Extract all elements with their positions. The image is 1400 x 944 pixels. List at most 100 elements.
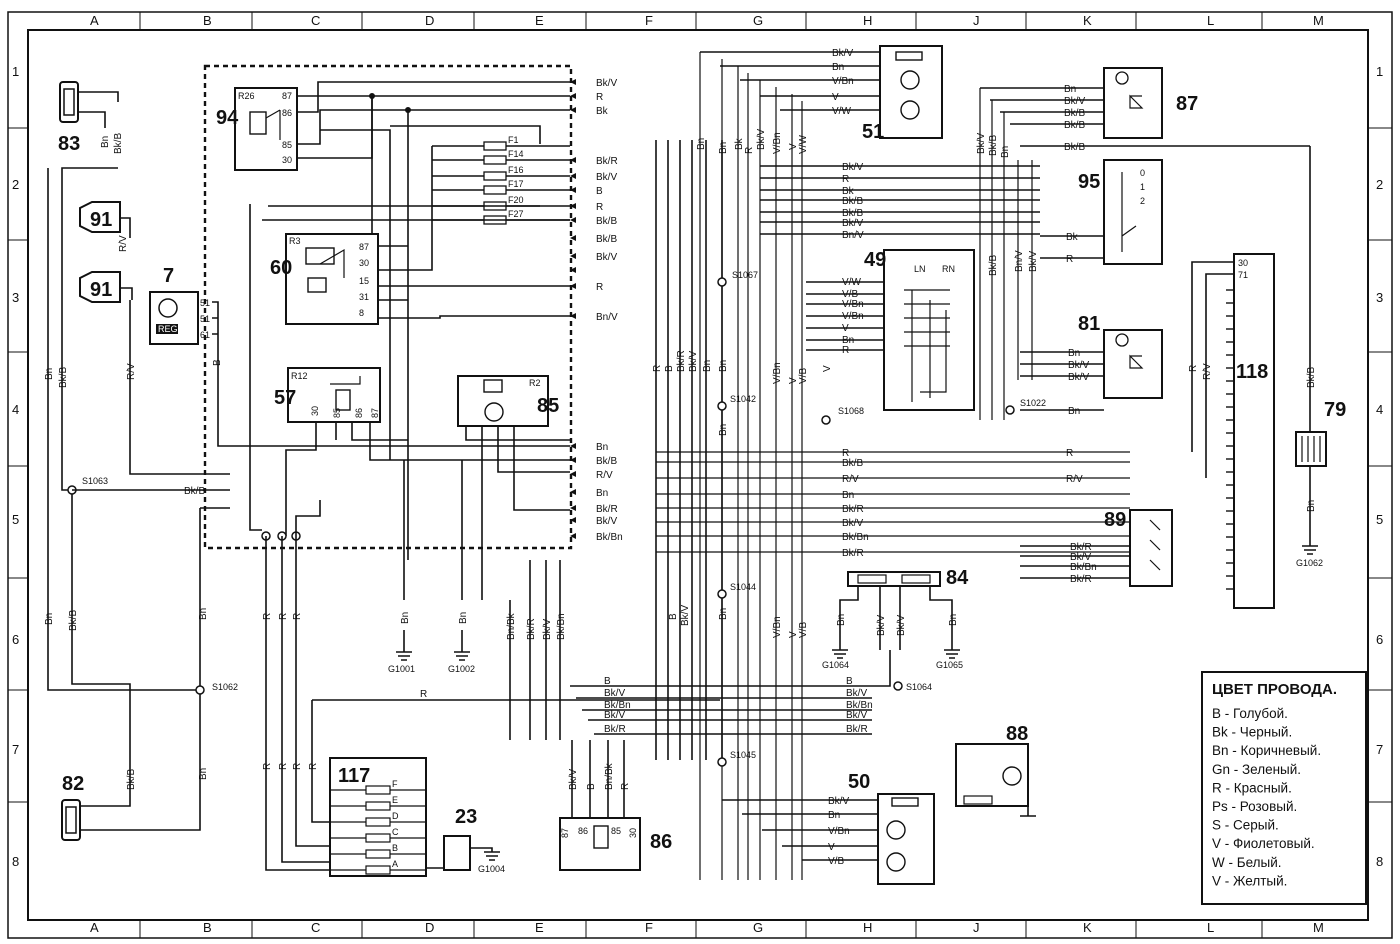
r87-label-1: Bk/V	[1064, 96, 1085, 107]
r87-label-2: Bk/B	[1064, 108, 1085, 119]
grid-col-top-L: L	[1207, 13, 1214, 28]
grid-col-bottom-L: L	[1207, 920, 1214, 935]
bus-low-right-label-2: Bk/Bn	[846, 700, 873, 711]
ground-g1001: G1001	[388, 664, 415, 674]
r89-label-3: Bk/R	[1070, 574, 1092, 585]
grid-col-bottom-A: A	[90, 920, 99, 935]
bus-low-right-label-1: Bk/V	[846, 688, 867, 699]
label-57: 57	[274, 387, 296, 409]
wire-left-trunk-bkb	[61, 167, 131, 770]
fuse-box-outline	[203, 64, 573, 550]
connector-arrow	[570, 313, 576, 319]
grid-row-right-2: 2	[1376, 177, 1383, 192]
r81-label-1: Bk/V	[1068, 360, 1089, 371]
grid-col-bottom-B: B	[203, 920, 212, 935]
fuse-label-F1: F1	[508, 135, 519, 145]
m-low-label2-0: V/Bn	[772, 616, 783, 638]
component-91-bottom: 91	[79, 271, 133, 303]
grid-row-left-8: 8	[12, 854, 19, 869]
bus-e-label-0: Bk/R	[526, 618, 537, 640]
wire-84-bkv-a: Bk/V	[876, 615, 887, 636]
connector-arrow	[570, 217, 576, 223]
fuse-label-F20: F20	[508, 195, 524, 205]
m50-label-0: Bk/V	[828, 796, 849, 807]
connector-arrow	[570, 457, 576, 463]
fuse117-F	[365, 785, 391, 795]
bus-low-label-2: Bk/Bn	[604, 700, 631, 711]
fuse117-A	[365, 865, 391, 875]
splice-s1067: S1067	[732, 270, 758, 280]
connector-arrow	[570, 443, 576, 449]
connector-arrow	[570, 283, 576, 289]
grid-row-right-1: 1	[1376, 64, 1383, 79]
fuse-F16	[483, 171, 507, 181]
m-v-s1068: V	[822, 365, 833, 372]
fuse117-label-F: F	[392, 779, 398, 789]
bus-low-right-label-4: Bk/R	[846, 724, 868, 735]
legend-item-2: Bn - Коричневый.	[1212, 743, 1321, 758]
m-vertical-label-6: V	[788, 143, 799, 150]
r3-pin-8: 8	[359, 308, 364, 318]
bus-low-label-0: B	[604, 676, 611, 687]
label-50: 50	[848, 771, 870, 793]
bus-left-label-5: B	[596, 186, 603, 197]
cross-label-5: Bk/V	[842, 218, 863, 229]
r81-label-2: Bk/V	[1068, 372, 1089, 383]
label-88: 88	[1006, 723, 1028, 745]
label-91-bottom: 91	[90, 279, 112, 301]
splice-s1044: S1044	[730, 582, 756, 592]
wire-left-bn-b: Bn	[44, 613, 55, 625]
bus-left-label-8: Bk/B	[596, 234, 617, 245]
pin-118-71: 71	[1238, 270, 1248, 280]
bus-e-label-2: Bk/Bn	[556, 613, 567, 640]
wire-7-b: B	[212, 359, 223, 366]
grid-col-bottom-M: M	[1313, 920, 1324, 935]
relay-r2-label: R2	[529, 378, 541, 388]
component-84: 84 Bn Bk/V Bk/V Bn G1064 G1065 S1064	[822, 567, 969, 692]
cross-label-4: Bk/B	[842, 208, 863, 219]
m-vertical-label-0: Bn	[696, 138, 707, 150]
wire-84-bn-b: Bn	[948, 614, 959, 626]
wire-c-r4: R	[262, 763, 273, 770]
label-49: 49	[864, 249, 886, 271]
m-low-label-0: V/Bn	[772, 362, 783, 384]
grid-col-bottom-C: C	[311, 920, 320, 935]
grid-ticks	[8, 12, 1392, 938]
grid-col-bottom-F: F	[645, 920, 653, 935]
wire-color-legend: ЦВЕТ ПРОВОДА. B - Голубой.Bk - Черный.Bn…	[1201, 671, 1367, 905]
bus-low-right-label-0: B	[846, 676, 853, 687]
label-117: 117	[338, 765, 370, 787]
r86-pin-30: 30	[628, 828, 638, 838]
r26-pin-86: 86	[282, 108, 292, 118]
wire-left-bn-a: Bn	[44, 368, 55, 380]
m49-label-0: V/W	[842, 277, 861, 288]
component-95: 0 1 2 95	[1078, 159, 1163, 265]
r118-rv-line	[1205, 273, 1234, 478]
wire-left-bkb-a: Bk/B	[58, 367, 69, 388]
m-vertical-label-7: V/W	[798, 135, 809, 154]
r12-pin-85: 85	[332, 408, 342, 418]
bus-left-label-11: R	[596, 282, 603, 293]
r81-label-0: Bn	[1068, 348, 1080, 359]
r87-label-3: Bk/B	[1064, 120, 1085, 131]
fuse-F1	[483, 141, 507, 151]
cross-low-label-6: Bk/Bn	[842, 532, 869, 543]
grid-col-bottom-K: K	[1083, 920, 1092, 935]
fuse-label-F17: F17	[508, 179, 524, 189]
m50-label-2: V/Bn	[828, 826, 850, 837]
cross-low-label-4: Bk/R	[842, 504, 864, 515]
grid-col-bottom-D: D	[425, 920, 434, 935]
relay-r26: R26 87 86 85 30 94	[216, 87, 298, 171]
bus-vertical-label-bn3: Bn	[718, 424, 729, 436]
bus-vertical-label-2: Bk/R	[676, 350, 687, 372]
label-89: 89	[1104, 509, 1126, 531]
component-49: LN RN 49	[864, 249, 975, 411]
splice-s1068: S1068	[838, 406, 864, 416]
bus-vertical-label-3: Bk/V	[688, 351, 699, 372]
r12-pin-30: 30	[310, 406, 320, 416]
cross-low-label-2: R/V	[842, 474, 859, 485]
component-7-flasher: REG. 7 51 51 61	[149, 265, 219, 352]
wire-g1002-bn: Bn	[458, 612, 469, 624]
